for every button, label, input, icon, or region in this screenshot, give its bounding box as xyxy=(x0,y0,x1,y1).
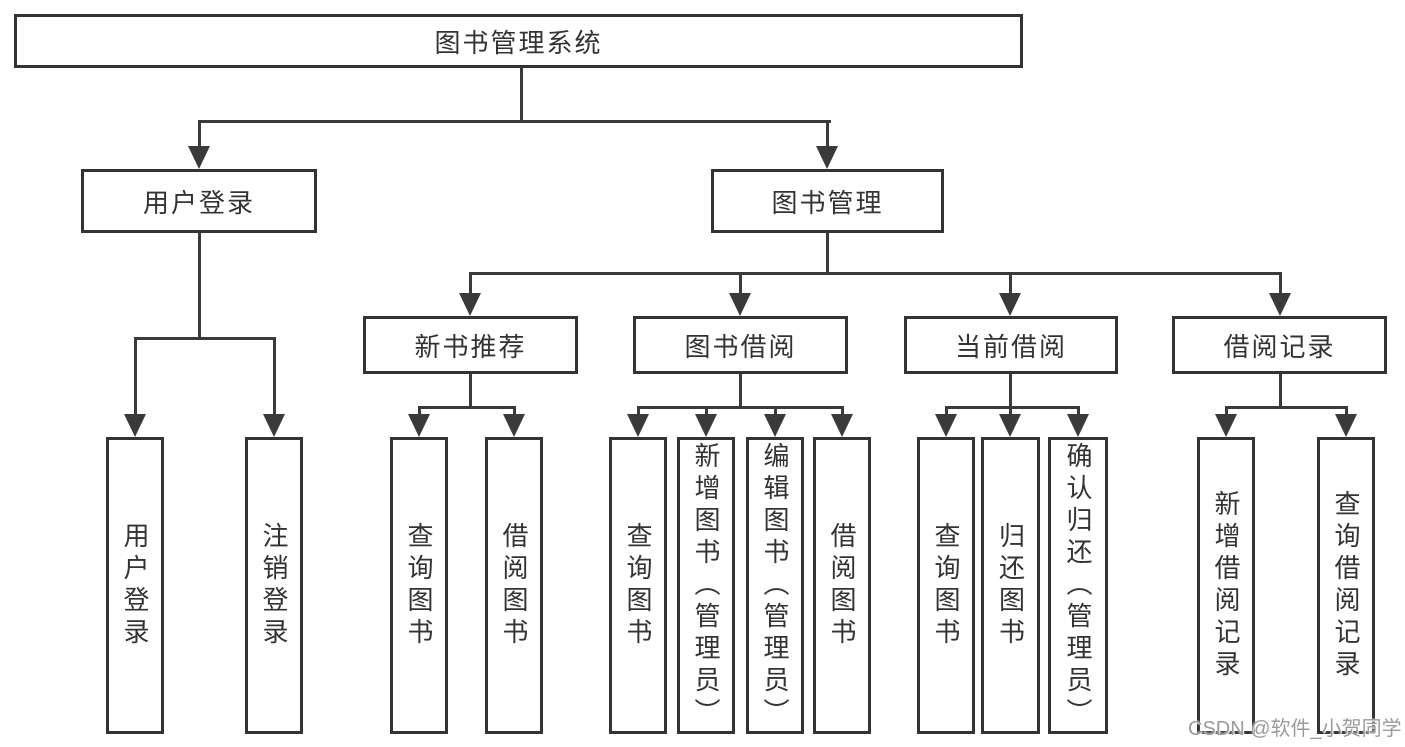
connector-borrow-records-stub xyxy=(1279,374,1282,409)
node-borrow-records-label: 借阅记录 xyxy=(1223,331,1336,362)
connector-new-book-rec-stub xyxy=(469,374,472,409)
arrow-to-book-mgmt xyxy=(816,146,838,169)
leaf-logout: 注销登录 xyxy=(245,437,303,734)
csdn-watermark: CSDN @软件_小贺同学 xyxy=(1188,718,1402,740)
connector-to-rec-borrow-line xyxy=(513,406,516,418)
connector-book-mgmt-rail xyxy=(469,272,1282,275)
node-new-book-rec-label: 新书推荐 xyxy=(414,331,527,362)
node-book-mgmt-module: 图书管理 xyxy=(711,169,944,233)
leaf-bb-add-book-label: 新增图书（管理员） xyxy=(691,441,721,730)
connector-user-login-stub xyxy=(198,233,201,340)
connector-book-borrow-rail xyxy=(637,406,844,409)
node-new-book-rec: 新书推荐 xyxy=(363,316,578,374)
connector-to-br-add-line xyxy=(1225,406,1228,418)
arrow-to-borrow-records xyxy=(1269,293,1291,316)
connector-borrow-records-rail xyxy=(1225,406,1347,409)
connector-to-borrow-records-line xyxy=(1279,272,1282,296)
leaf-rec-borrow-book-label: 借阅图书 xyxy=(499,521,529,650)
connector-to-login-line xyxy=(134,337,137,417)
connector-to-bb-add-line xyxy=(705,406,708,418)
connector-to-rec-query-line xyxy=(418,406,421,418)
leaf-cb-return-book: 归还图书 xyxy=(981,437,1040,734)
connector-root-to-book-mgmt-line xyxy=(826,120,829,148)
leaf-user-login-label: 用户登录 xyxy=(120,521,150,650)
leaf-bb-query-book-label: 查询图书 xyxy=(623,521,653,650)
arrow-to-cb-return xyxy=(999,414,1021,437)
node-user-login-module-label: 用户登录 xyxy=(142,187,255,218)
connector-to-cb-query-line xyxy=(945,406,948,418)
leaf-user-login: 用户登录 xyxy=(106,437,164,734)
arrow-to-book-borrow xyxy=(729,293,751,316)
connector-root-rail xyxy=(198,120,831,123)
leaf-cb-confirm-return-label: 确认归还（管理员） xyxy=(1063,441,1093,730)
connector-to-new-book-rec-line xyxy=(469,272,472,296)
leaf-br-add-record: 新增借阅记录 xyxy=(1197,437,1255,734)
leaf-br-query-record: 查询借阅记录 xyxy=(1317,437,1375,734)
leaf-bb-borrow-book-label: 借阅图书 xyxy=(827,521,857,650)
arrow-to-new-book-rec xyxy=(459,293,481,316)
arrow-to-login xyxy=(124,414,146,437)
connector-to-br-query-line xyxy=(1345,406,1348,418)
node-root-label: 图书管理系统 xyxy=(434,27,603,58)
leaf-cb-return-book-label: 归还图书 xyxy=(995,521,1026,650)
leaf-rec-query-book: 查询图书 xyxy=(390,437,448,734)
arrow-to-bb-add xyxy=(695,414,717,437)
arrow-to-cb-query xyxy=(935,414,957,437)
leaf-br-query-record-label: 查询借阅记录 xyxy=(1331,489,1361,682)
node-book-mgmt-module-label: 图书管理 xyxy=(771,187,884,218)
arrow-to-bb-edit xyxy=(764,414,786,437)
connector-to-bb-edit-line xyxy=(774,406,777,418)
connector-new-book-rec-rail xyxy=(418,406,516,409)
leaf-rec-borrow-book: 借阅图书 xyxy=(485,437,543,734)
node-book-borrow: 图书借阅 xyxy=(633,316,848,374)
connector-current-borrow-stub xyxy=(1009,374,1012,409)
leaf-bb-borrow-book: 借阅图书 xyxy=(813,437,871,734)
arrow-to-logout xyxy=(263,414,285,437)
node-borrow-records: 借阅记录 xyxy=(1172,316,1387,374)
arrow-to-bb-query xyxy=(627,414,649,437)
leaf-cb-query-book: 查询图书 xyxy=(917,437,975,734)
arrow-to-bb-borrow xyxy=(831,414,853,437)
node-current-borrow-label: 当前借阅 xyxy=(954,331,1067,362)
node-book-borrow-label: 图书借阅 xyxy=(684,331,797,362)
leaf-bb-edit-book: 编辑图书（管理员） xyxy=(746,437,804,734)
connector-to-cb-confirm-line xyxy=(1077,406,1080,418)
connector-user-login-rail xyxy=(134,337,276,340)
node-root: 图书管理系统 xyxy=(14,14,1023,68)
leaf-bb-edit-book-label: 编辑图书（管理员） xyxy=(760,441,790,730)
leaf-rec-query-book-label: 查询图书 xyxy=(404,521,434,650)
arrow-to-rec-query xyxy=(408,414,430,437)
arrow-to-rec-borrow xyxy=(503,414,525,437)
node-current-borrow: 当前借阅 xyxy=(904,316,1118,374)
leaf-bb-query-book: 查询图书 xyxy=(609,437,667,734)
connector-root-to-user-login-line xyxy=(198,120,201,148)
connector-to-cb-return-line xyxy=(1009,406,1012,418)
leaf-br-add-record-label: 新增借阅记录 xyxy=(1211,489,1241,682)
arrow-to-user-login xyxy=(188,146,210,169)
leaf-bb-add-book: 新增图书（管理员） xyxy=(677,437,735,734)
connector-to-current-borrow-line xyxy=(1009,272,1012,296)
connector-to-logout-line xyxy=(273,337,276,417)
connector-current-borrow-rail xyxy=(945,406,1080,409)
leaf-cb-query-book-label: 查询图书 xyxy=(931,521,961,650)
leaf-cb-confirm-return: 确认归还（管理员） xyxy=(1048,437,1108,734)
connector-to-book-borrow-line xyxy=(739,272,742,296)
connector-to-bb-borrow-line xyxy=(841,406,844,418)
arrow-to-cb-confirm xyxy=(1067,414,1089,437)
connector-root-stub xyxy=(520,66,523,122)
arrow-to-current-borrow xyxy=(999,293,1021,316)
node-user-login-module: 用户登录 xyxy=(81,169,317,233)
arrow-to-br-add xyxy=(1215,414,1237,437)
connector-book-mgmt-stub xyxy=(826,233,829,275)
connector-book-borrow-stub xyxy=(739,374,742,409)
arrow-to-br-query xyxy=(1335,414,1357,437)
leaf-logout-label: 注销登录 xyxy=(259,521,289,650)
connector-to-bb-query-line xyxy=(637,406,640,418)
